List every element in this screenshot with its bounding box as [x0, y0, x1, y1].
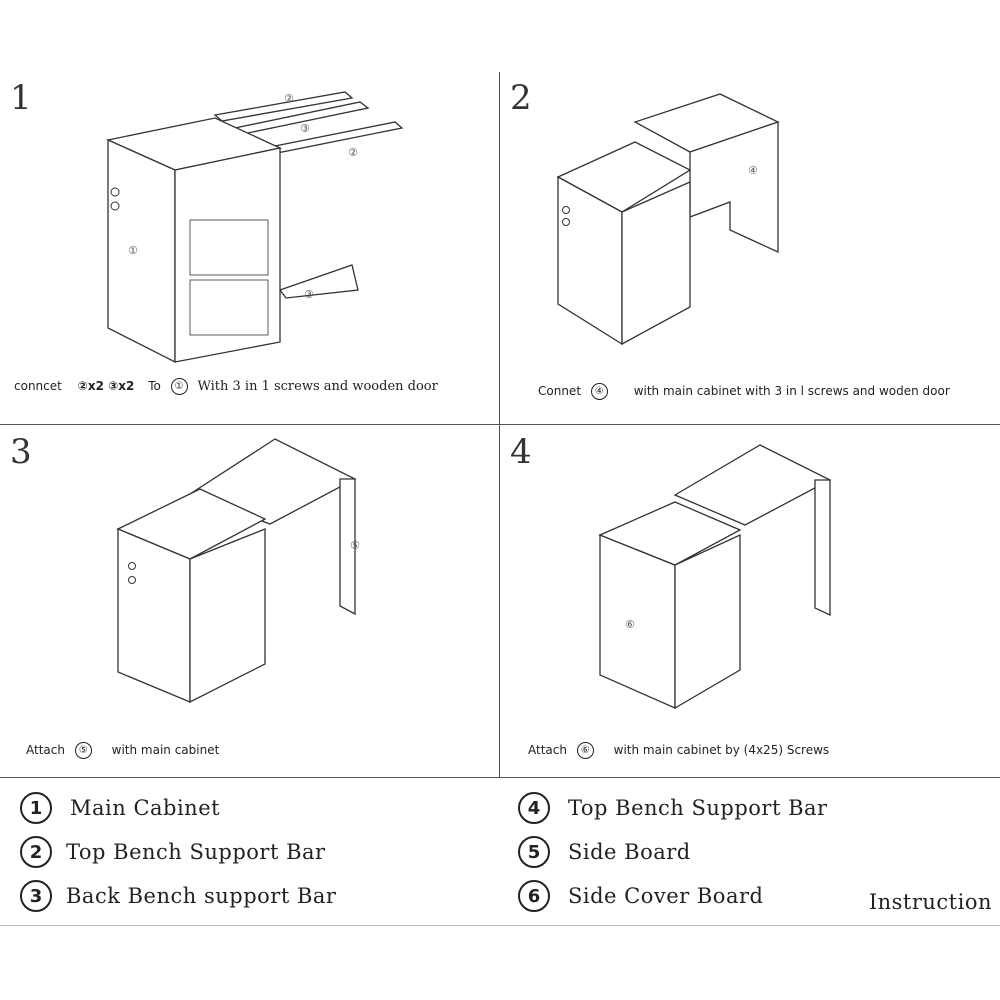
label-bar-mid: ③ [300, 122, 310, 135]
cabinet-side [107, 138, 176, 364]
legend-item-3: 3 Back Bench support Bar [20, 880, 336, 912]
label-cabinet: ① [128, 244, 138, 257]
legend-label: Side Board [568, 840, 691, 864]
bar-2-right [263, 121, 404, 155]
label-frame: ④ [748, 164, 758, 177]
legend-item-1: 1 Main Cabinet [20, 792, 220, 824]
step-2-caption: Connet ④ with main cabinet with 3 in l s… [538, 383, 950, 400]
step-3-number: 3 [10, 432, 32, 472]
legend-badge: 2 [20, 836, 52, 868]
legend-item-4: 4 Top Bench Support Bar [518, 792, 828, 824]
legend-badge: 4 [518, 792, 550, 824]
legend-badge: 1 [20, 792, 52, 824]
label-bar-top: ② [284, 92, 294, 105]
legend-label: Side Cover Board [568, 884, 764, 908]
horizontal-divider-mid [0, 424, 1000, 425]
step-3-drawing: ⑤ [116, 438, 360, 704]
cabinet-front [189, 528, 266, 704]
side-board [339, 478, 356, 616]
step-3-caption: Attach ⑤ with main cabinet [26, 742, 220, 759]
legend-item-5: 5 Side Board [518, 836, 691, 868]
horizontal-divider-bottom [0, 777, 1000, 778]
label-side: ⑤ [350, 539, 360, 552]
cabinet-front [674, 533, 741, 710]
instruction-title: Instruction [868, 890, 992, 914]
legend-badge: 3 [20, 880, 52, 912]
cabinet-front [621, 181, 691, 346]
step-2-drawing: ④ [556, 93, 780, 346]
legend-label: Top Bench Support Bar [66, 840, 326, 864]
label-bar-low: ③ [304, 288, 314, 301]
cabinet-side [117, 528, 191, 703]
legend-label: Main Cabinet [70, 796, 221, 820]
side-board [814, 479, 831, 617]
cabinet-top [598, 501, 742, 566]
legend-badge: 5 [518, 836, 550, 868]
legend-item-2: 2 Top Bench Support Bar [20, 836, 326, 868]
legend-label: Back Bench support Bar [66, 884, 337, 908]
label-bar-right: ② [348, 146, 358, 159]
legend-badge: 6 [518, 880, 550, 912]
bar-3-low [278, 264, 359, 299]
step-4-drawing: ⑥ [598, 444, 832, 710]
step-1-number: 1 [10, 78, 32, 118]
step-2-number: 2 [510, 78, 532, 118]
label-cover: ⑥ [625, 618, 635, 631]
legend-label: Top Bench Support Bar [568, 796, 828, 820]
step-1-caption: conncet ②x2 ③x2 To ① With 3 in 1 screws … [14, 378, 438, 395]
bar-2-top [213, 91, 354, 122]
step-1-drawing: ② ③ ② ③ ① [105, 91, 404, 364]
step-4-number: 4 [510, 432, 532, 472]
legend-item-6: 6 Side Cover Board [518, 880, 763, 912]
step-4-caption: Attach ⑥ with main cabinet by (4x25) Scr… [528, 742, 830, 759]
footer-divider [0, 925, 1000, 926]
cabinet-front [174, 147, 281, 363]
